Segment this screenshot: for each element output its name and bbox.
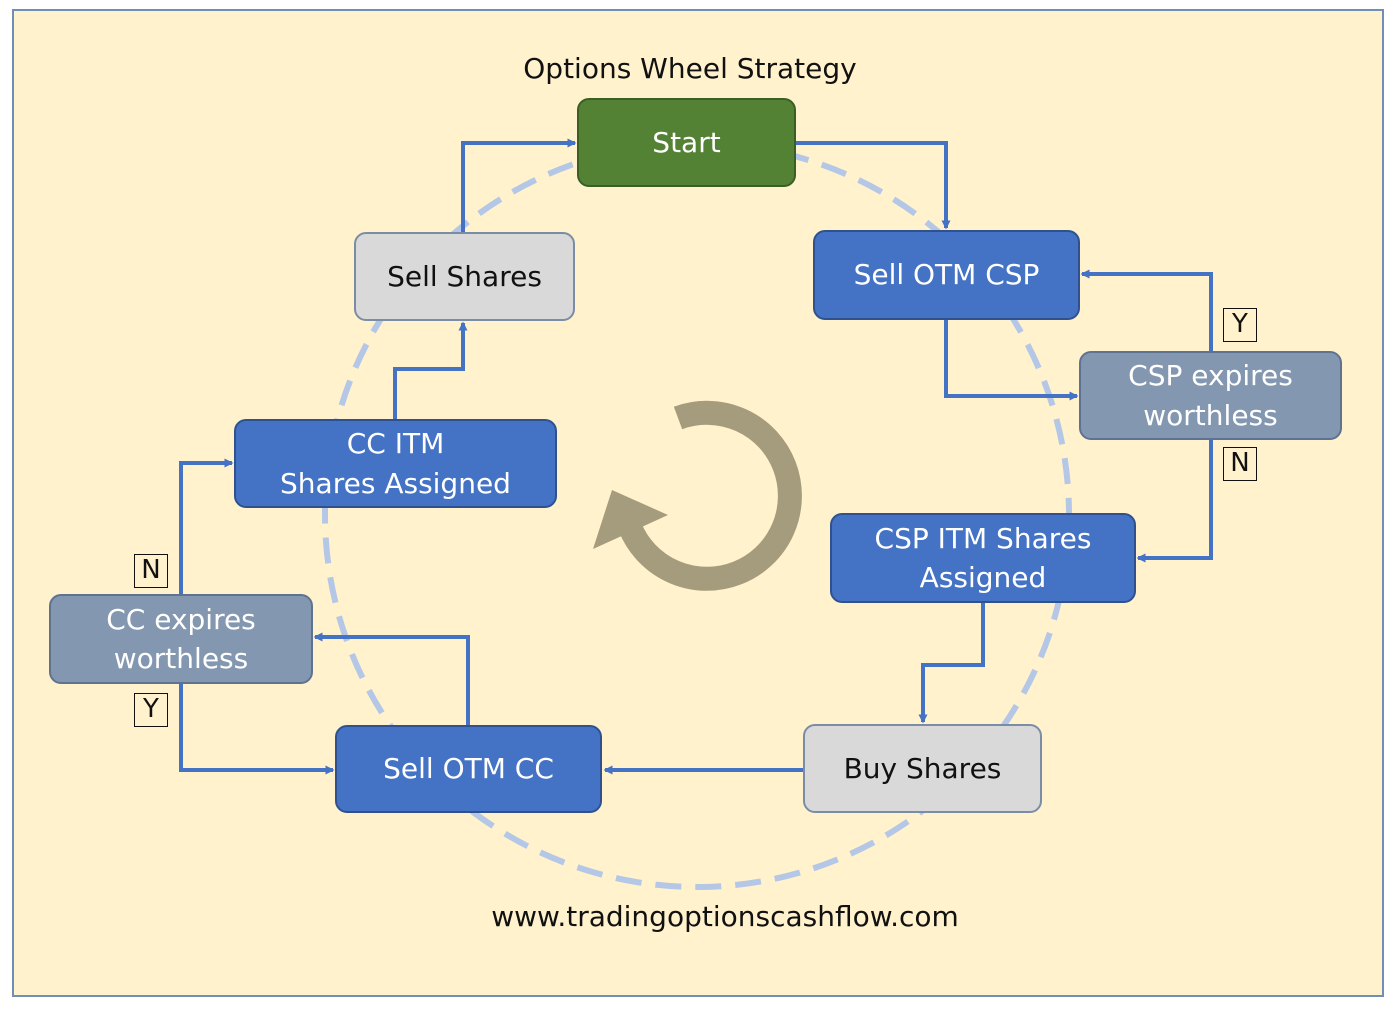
arrow-sell-csp-to-csp-expires	[944, 320, 1079, 401]
cc-yes-label: Y	[134, 693, 168, 727]
node-label: worthless	[113, 642, 249, 675]
node-label: Start	[652, 125, 721, 159]
node-cc-itm-shares-assigned: CC ITM Shares Assigned	[234, 419, 557, 508]
node-buy-shares: Buy Shares	[803, 724, 1042, 813]
arrow-cc-expires-yes	[179, 684, 335, 775]
node-label: Sell OTM CSP	[853, 258, 1040, 292]
csp-no-label: N	[1223, 447, 1257, 481]
arrow-cc-itm-to-sell-shares	[393, 321, 468, 419]
cc-no-label: N	[134, 554, 168, 588]
node-label: Shares Assigned	[280, 466, 511, 500]
node-label: Sell Shares	[387, 259, 542, 293]
csp-yes-label: Y	[1223, 308, 1257, 342]
arrow-cc-expires-no	[179, 458, 234, 594]
arrow-start-to-sell-csp	[796, 141, 951, 230]
node-sell-shares: Sell Shares	[354, 232, 575, 321]
node-label: worthless	[1143, 398, 1278, 432]
diagram-title: Options Wheel Strategy	[523, 52, 857, 85]
node-label: CSP ITM Shares	[874, 521, 1092, 555]
cycle-arrow-icon	[593, 400, 802, 591]
node-sell-otm-cc: Sell OTM CC	[335, 725, 602, 813]
arrow-csp-itm-to-buy-shares	[918, 603, 985, 724]
arrow-sell-shares-to-start	[461, 138, 577, 232]
node-label: Sell OTM CC	[383, 752, 554, 786]
node-csp-itm-shares-assigned: CSP ITM Shares Assigned	[830, 513, 1136, 603]
arrow-sell-cc-to-cc-expires	[313, 632, 470, 725]
node-label: Buy Shares	[843, 751, 1002, 785]
arrow-csp-expires-yes	[1080, 269, 1213, 351]
node-label: Assigned	[919, 561, 1047, 594]
node-sell-otm-csp: Sell OTM CSP	[813, 230, 1080, 320]
node-label: CC ITM	[346, 427, 445, 461]
node-cc-expires-worthless: CC expires worthless	[49, 594, 313, 684]
node-start: Start	[577, 98, 796, 187]
node-label: CC expires	[106, 602, 256, 636]
website-url: www.tradingoptionscashflow.com	[491, 900, 959, 933]
node-label: CSP expires	[1128, 359, 1293, 393]
arrow-csp-expires-no	[1136, 440, 1213, 563]
node-csp-expires-worthless: CSP expires worthless	[1079, 351, 1342, 440]
